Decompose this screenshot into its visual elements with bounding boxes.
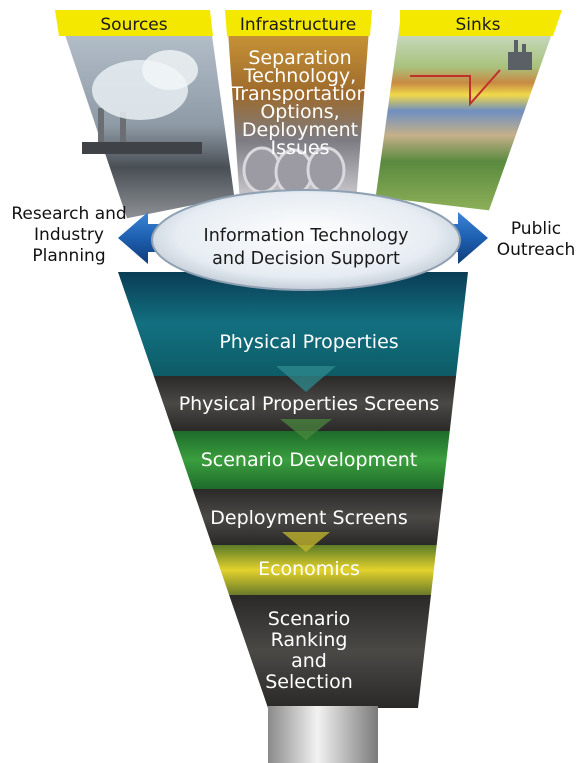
side-left-line-2: Industry [34, 225, 104, 245]
stage-label: Deployment Screens [210, 507, 407, 529]
stage-label-line-1: Scenario [268, 608, 351, 630]
stage-physical-properties-screens: Physical Properties Screens [179, 393, 440, 415]
side-right-line-1: Public [510, 219, 562, 239]
stage-scenario-ranking-and-selection: Scenario Ranking and Selection [265, 608, 353, 693]
stage-deployment-screens: Deployment Screens [210, 507, 407, 529]
stage-label: Scenario Development [201, 449, 418, 471]
stage-label-line-4: Selection [265, 671, 353, 693]
infrastructure-panel: Infrastructure SeparationTechnology,Tran… [223, 8, 374, 198]
infrastructure-body-line-2: Technology, [243, 65, 356, 87]
side-left-line-1: Research and [11, 204, 127, 224]
funnel-spout [268, 706, 378, 763]
stage-physical-properties: Physical Properties [219, 331, 398, 353]
sources-panel: Sources [52, 8, 238, 222]
stage-label: Physical Properties Screens [179, 393, 440, 415]
infrastructure-body-line-4: Options, [260, 101, 339, 123]
infrastructure-body-line-3: Transportation [230, 83, 368, 105]
oval-line-1: Information Technology [204, 226, 409, 246]
infrastructure-title: Infrastructure [240, 15, 356, 35]
sinks-panel: Sinks [372, 8, 565, 214]
infrastructure-body-line-5: Deployment [242, 119, 358, 141]
infrastructure-body-line-1: Separation [248, 47, 351, 69]
stage-label-line-3: and [291, 650, 327, 672]
sources-title: Sources [100, 15, 167, 35]
stage-economics: Economics [258, 558, 360, 580]
oval-line-2: and Decision Support [212, 249, 400, 269]
decision-support-oval: Information Technology and Decision Supp… [151, 189, 461, 291]
research-industry-planning-label: Research and Industry Planning [6, 204, 132, 267]
public-outreach-label: Public Outreach [492, 219, 580, 261]
side-right-line-2: Outreach [496, 240, 576, 260]
infrastructure-body-line-6: Issues [270, 137, 329, 159]
infrastructure-body: SeparationTechnology,TransportationOptio… [230, 47, 368, 159]
stage-label: Physical Properties [219, 331, 398, 353]
sinks-title: Sinks [456, 15, 501, 35]
stage-scenario-development: Scenario Development [201, 449, 418, 471]
stage-label: Economics [258, 558, 360, 580]
stage-label-line-2: Ranking [271, 629, 348, 651]
side-left-line-3: Planning [32, 246, 106, 266]
